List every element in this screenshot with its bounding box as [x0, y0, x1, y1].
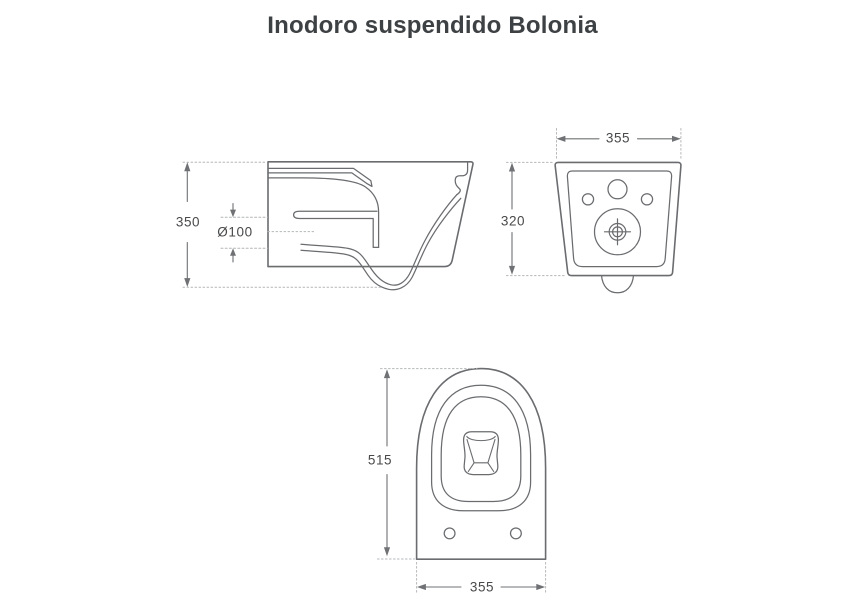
back-width-extension-lines [556, 128, 682, 160]
dimension-label-back-width: 355 [604, 130, 632, 146]
top-view-dimensions [377, 368, 547, 595]
page-title: Inodoro suspendido Bolonia [267, 12, 598, 39]
top-width-extension-lines [416, 562, 547, 595]
back-view-dimensions [506, 128, 682, 277]
top-view-left-hinge-hole [443, 527, 456, 540]
drain-crosshair-icon [603, 218, 632, 246]
dimension-label-back-height: 320 [499, 213, 527, 229]
back-view-left-mount-hole [581, 193, 595, 206]
side-height-extension-lines [182, 161, 384, 288]
back-view-outline [554, 161, 682, 277]
side-view [267, 161, 474, 291]
side-view-rim-curve [267, 177, 380, 249]
top-view-outline [415, 367, 547, 560]
back-height-extension-lines [506, 161, 566, 277]
side-view-inlet-channel [267, 167, 373, 188]
side-view-bowl-outer-line [300, 197, 462, 291]
side-view-bowl-inner-line [300, 194, 458, 286]
back-view-right-mount-hole [640, 193, 654, 206]
dimension-label-top-width: 355 [468, 579, 496, 595]
top-depth-extension-lines [377, 368, 478, 560]
dimension-label-outlet-diameter: Ø100 [216, 224, 254, 240]
back-view [554, 161, 682, 294]
back-view-inlet-hole [607, 179, 628, 200]
outlet-extension-lines [220, 216, 268, 249]
side-view-dimensions [182, 161, 384, 288]
top-view-right-hinge-hole [509, 527, 522, 540]
side-view-outline [267, 161, 474, 268]
dimension-label-top-depth: 515 [366, 452, 394, 468]
back-view-inner-panel [566, 170, 673, 268]
top-view-drain-outline [462, 431, 500, 476]
top-view-drain-funnel [466, 435, 496, 473]
back-view-outlet-pipe [600, 274, 635, 294]
side-view-flush-bar [292, 210, 380, 249]
top-view-seat-ring [430, 384, 532, 512]
side-view-rim-hook [454, 161, 469, 196]
back-view-outlet-circle [593, 208, 642, 256]
top-view [415, 367, 547, 560]
dimension-label-side-height: 350 [174, 214, 202, 230]
top-view-bowl-rim [440, 396, 522, 503]
